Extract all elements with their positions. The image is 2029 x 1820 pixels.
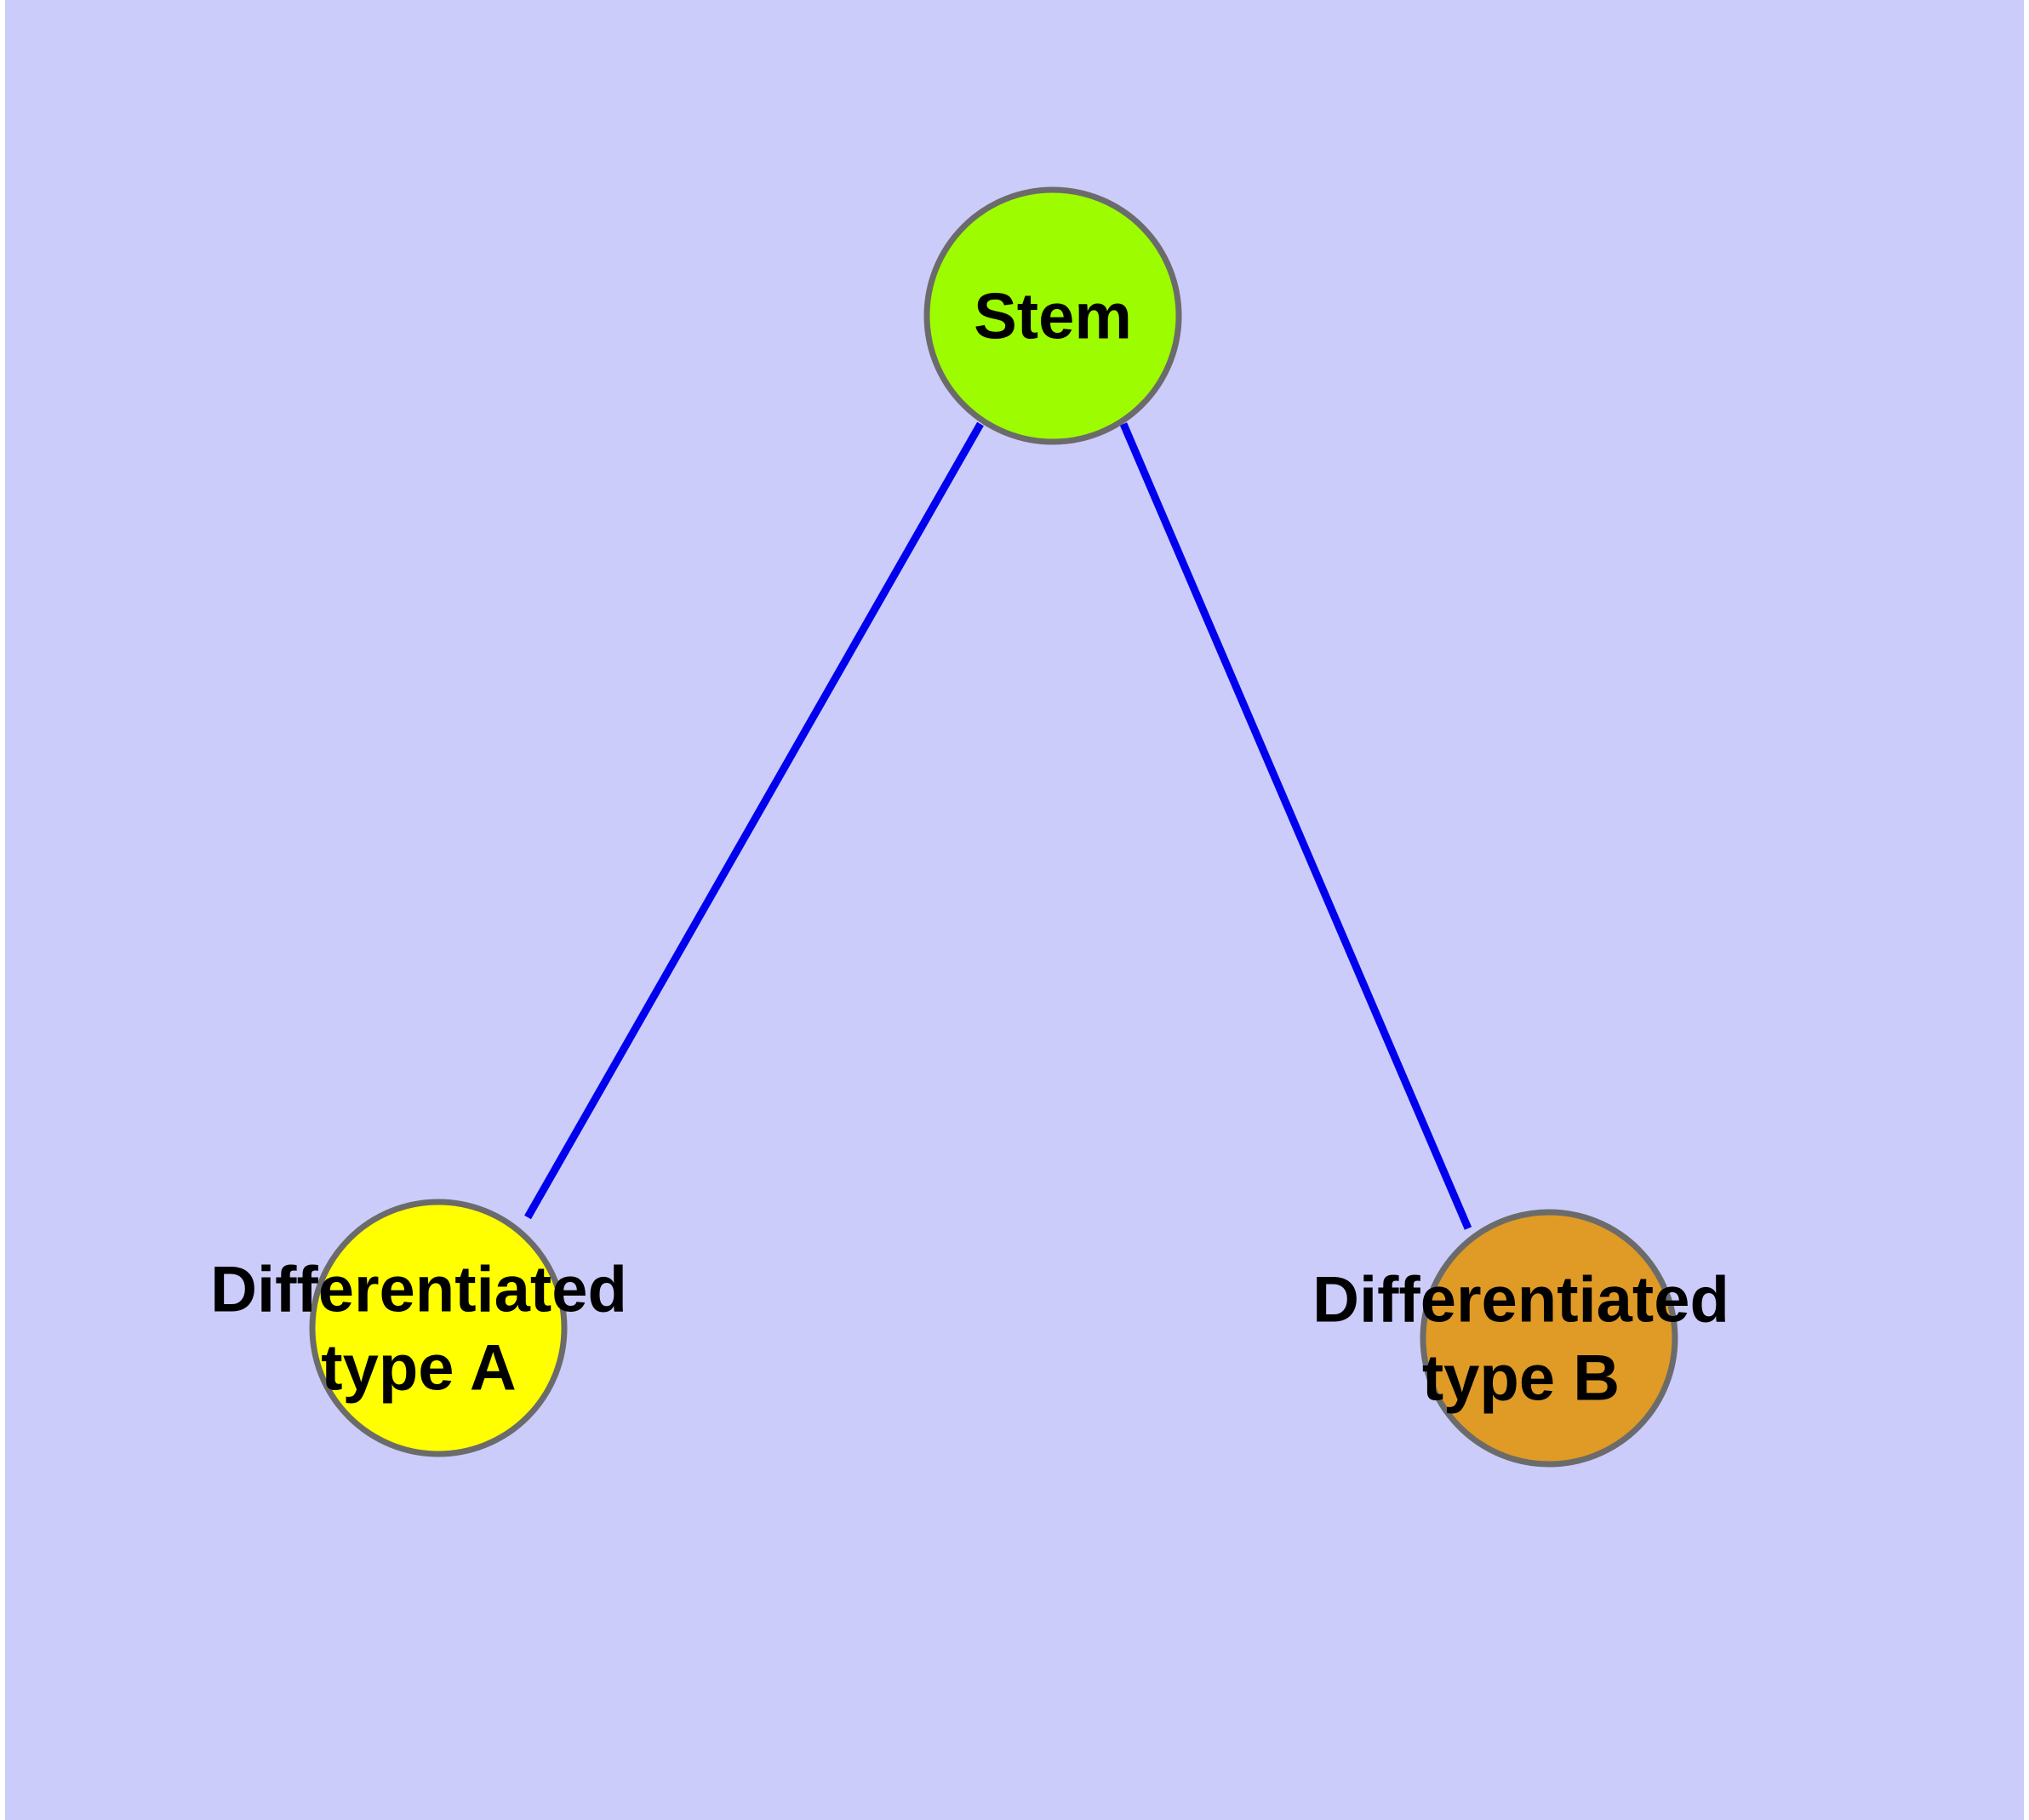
node-stem[interactable]: Stem — [923, 186, 1182, 445]
edges-layer — [524, 421, 1472, 1230]
node-label-line: type B — [1422, 1342, 1620, 1415]
node-stem-label: Stem — [974, 281, 1132, 353]
node-label-line: Differentiated — [210, 1254, 627, 1326]
node-differentiated-type-b-circle[interactable] — [1420, 1209, 1678, 1468]
node-label-line: Differentiated — [1312, 1264, 1729, 1336]
node-label-line: type A — [321, 1332, 516, 1405]
edge-stem-to-differentiated-type-b[interactable] — [1119, 422, 1472, 1230]
node-stem-circle[interactable] — [923, 186, 1182, 445]
edge-stem-to-differentiated-type-a[interactable] — [524, 421, 984, 1220]
node-differentiated-type-a-circle[interactable] — [309, 1199, 568, 1457]
node-label-line: Stem — [974, 281, 1132, 353]
